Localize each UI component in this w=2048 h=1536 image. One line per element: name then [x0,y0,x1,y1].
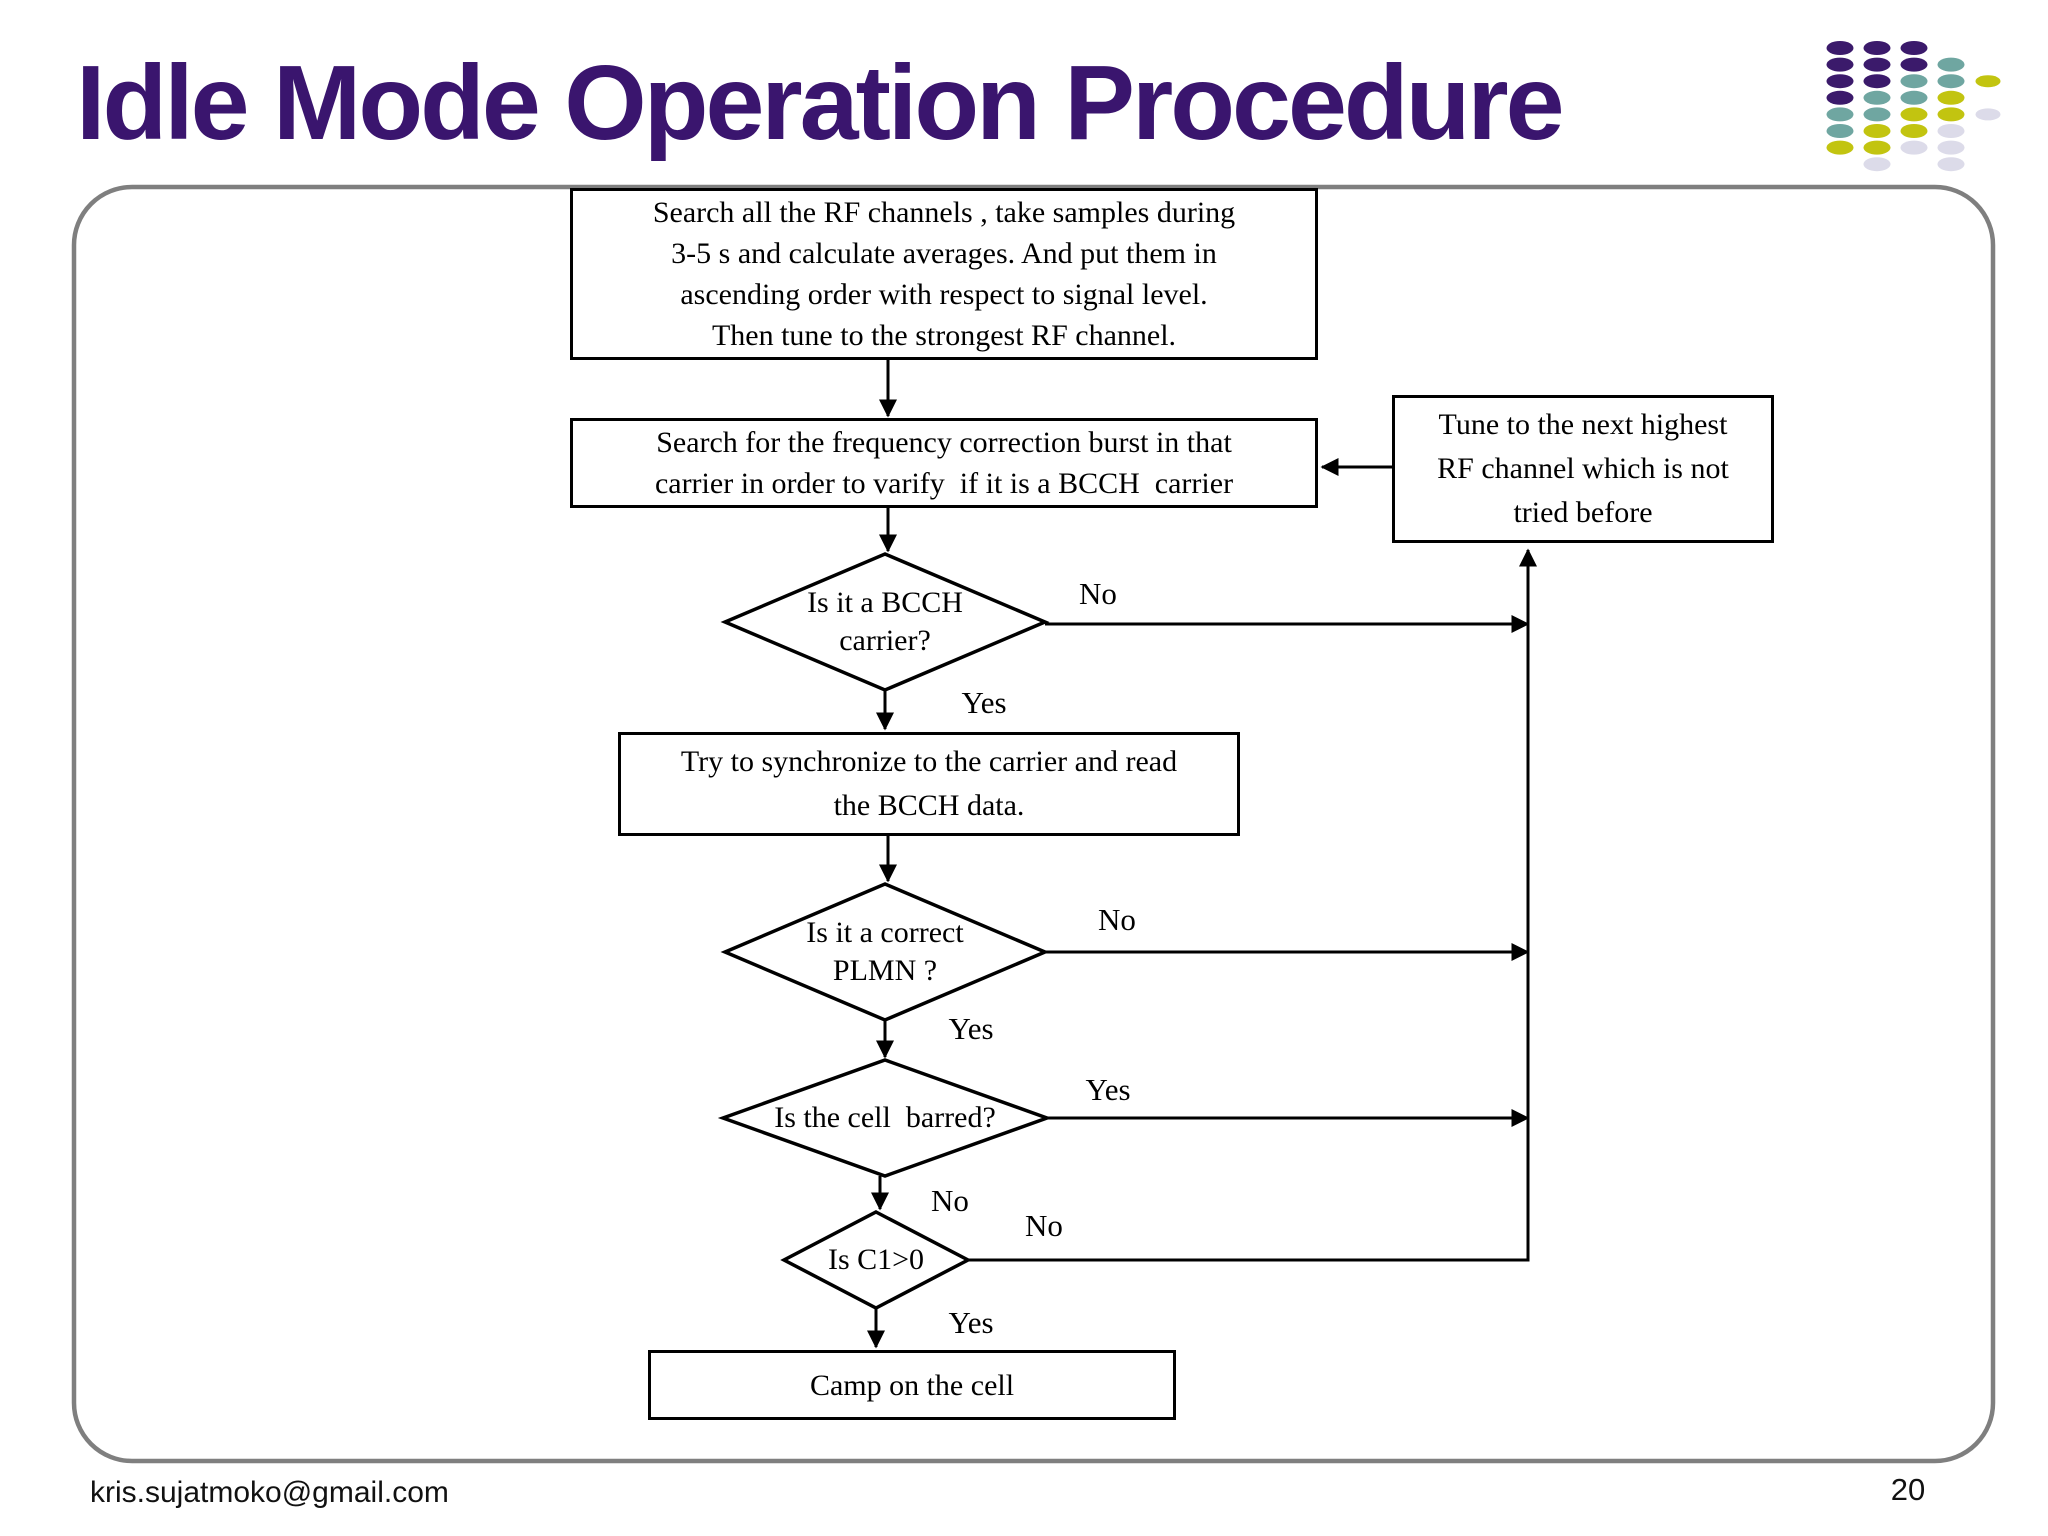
label-is-barred-no: No [931,1183,969,1218]
process-sync-read-line: Try to synchronize to the carrier and re… [680,745,1178,778]
logo-dot [1863,124,1891,138]
logo-dot [1826,107,1854,122]
logo-dot [1863,157,1891,172]
label-is-barred-yes: Yes [1085,1072,1131,1107]
logo-dot [1863,41,1891,55]
footer-email: kris.sujatmoko@gmail.com [90,1476,449,1509]
logo-dot [1937,107,1965,122]
decision-is-bcch-shape [720,552,1050,692]
logo-dot [1937,57,1965,72]
label-is-plmn-yes: Yes [948,1011,994,1046]
decision-is-barred-shape [717,1058,1053,1178]
logo-dot [1900,107,1928,122]
process-camp: Camp on the cell [648,1350,1176,1420]
logo-dot [1937,74,1965,89]
label-is-c1-no: No [1025,1208,1063,1243]
process-scan-rf-line: 3-5 s and calculate averages. And put th… [671,237,1217,270]
process-scan-rf-line: Then tune to the strongest RF channel. [711,319,1177,352]
process-scan-rf-line: ascending order with respect to signal l… [680,278,1208,311]
page-number: 20 [1890,1472,1926,1507]
label-is-c1-yes: Yes [948,1305,994,1340]
process-sync-read-line: the BCCH data. [833,789,1025,822]
label-is-bcch-yes: Yes [961,685,1007,720]
logo-dot [1900,124,1928,138]
logo-dot [1975,75,2001,88]
logo-dot [1937,140,1965,155]
process-camp-line: Camp on the cell [809,1368,1015,1402]
logo-dot [1863,107,1891,122]
process-tune-next: Tune to the next highest RF channel whic… [1392,395,1774,543]
logo-dot [1900,57,1928,72]
logo-dot [1900,41,1928,55]
logo-dot [1937,157,1965,172]
logo-dot [1826,41,1854,55]
logo-dot [1937,124,1965,138]
label-is-bcch-no: No [1079,576,1117,611]
process-freq-burst-line: carrier in order to varify if it is a BC… [654,467,1234,500]
process-scan-rf-line: Search all the RF channels , take sample… [652,196,1236,229]
logo-dot [1826,90,1854,105]
logo-dot [1826,140,1854,155]
edge-isc1-no-return [966,548,1537,1262]
logo-dot [1826,124,1854,138]
logo-dot [1900,140,1928,155]
process-scan-rf: Search all the RF channels , take sample… [570,188,1318,360]
process-tune-next-line: RF channel which is not [1437,452,1729,485]
logo-dot [1900,74,1928,89]
logo-dot [1826,74,1854,89]
decision-is-plmn-shape [720,882,1050,1022]
slide-frame [71,184,1996,1464]
process-freq-burst-line: Search for the frequency correction burs… [656,426,1232,459]
logo-dot [1863,140,1891,155]
logo-dot [1863,57,1891,72]
logo-dot [1863,90,1891,105]
logo-dot [1975,108,2001,121]
process-sync-read: Try to synchronize to the carrier and re… [618,732,1240,836]
process-tune-next-line: Tune to the next highest [1438,408,1728,441]
logo-dot [1937,90,1965,105]
logo-dot [1826,57,1854,72]
logo-dot [1900,90,1928,105]
label-is-plmn-no: No [1098,902,1136,937]
process-tune-next-line: tried before [1513,496,1653,529]
decision-is-c1-shape [780,1210,972,1310]
page-title: Idle Mode Operation Procedure [76,44,1565,162]
logo-dot [1863,74,1891,89]
process-freq-burst: Search for the frequency correction burs… [570,418,1318,508]
